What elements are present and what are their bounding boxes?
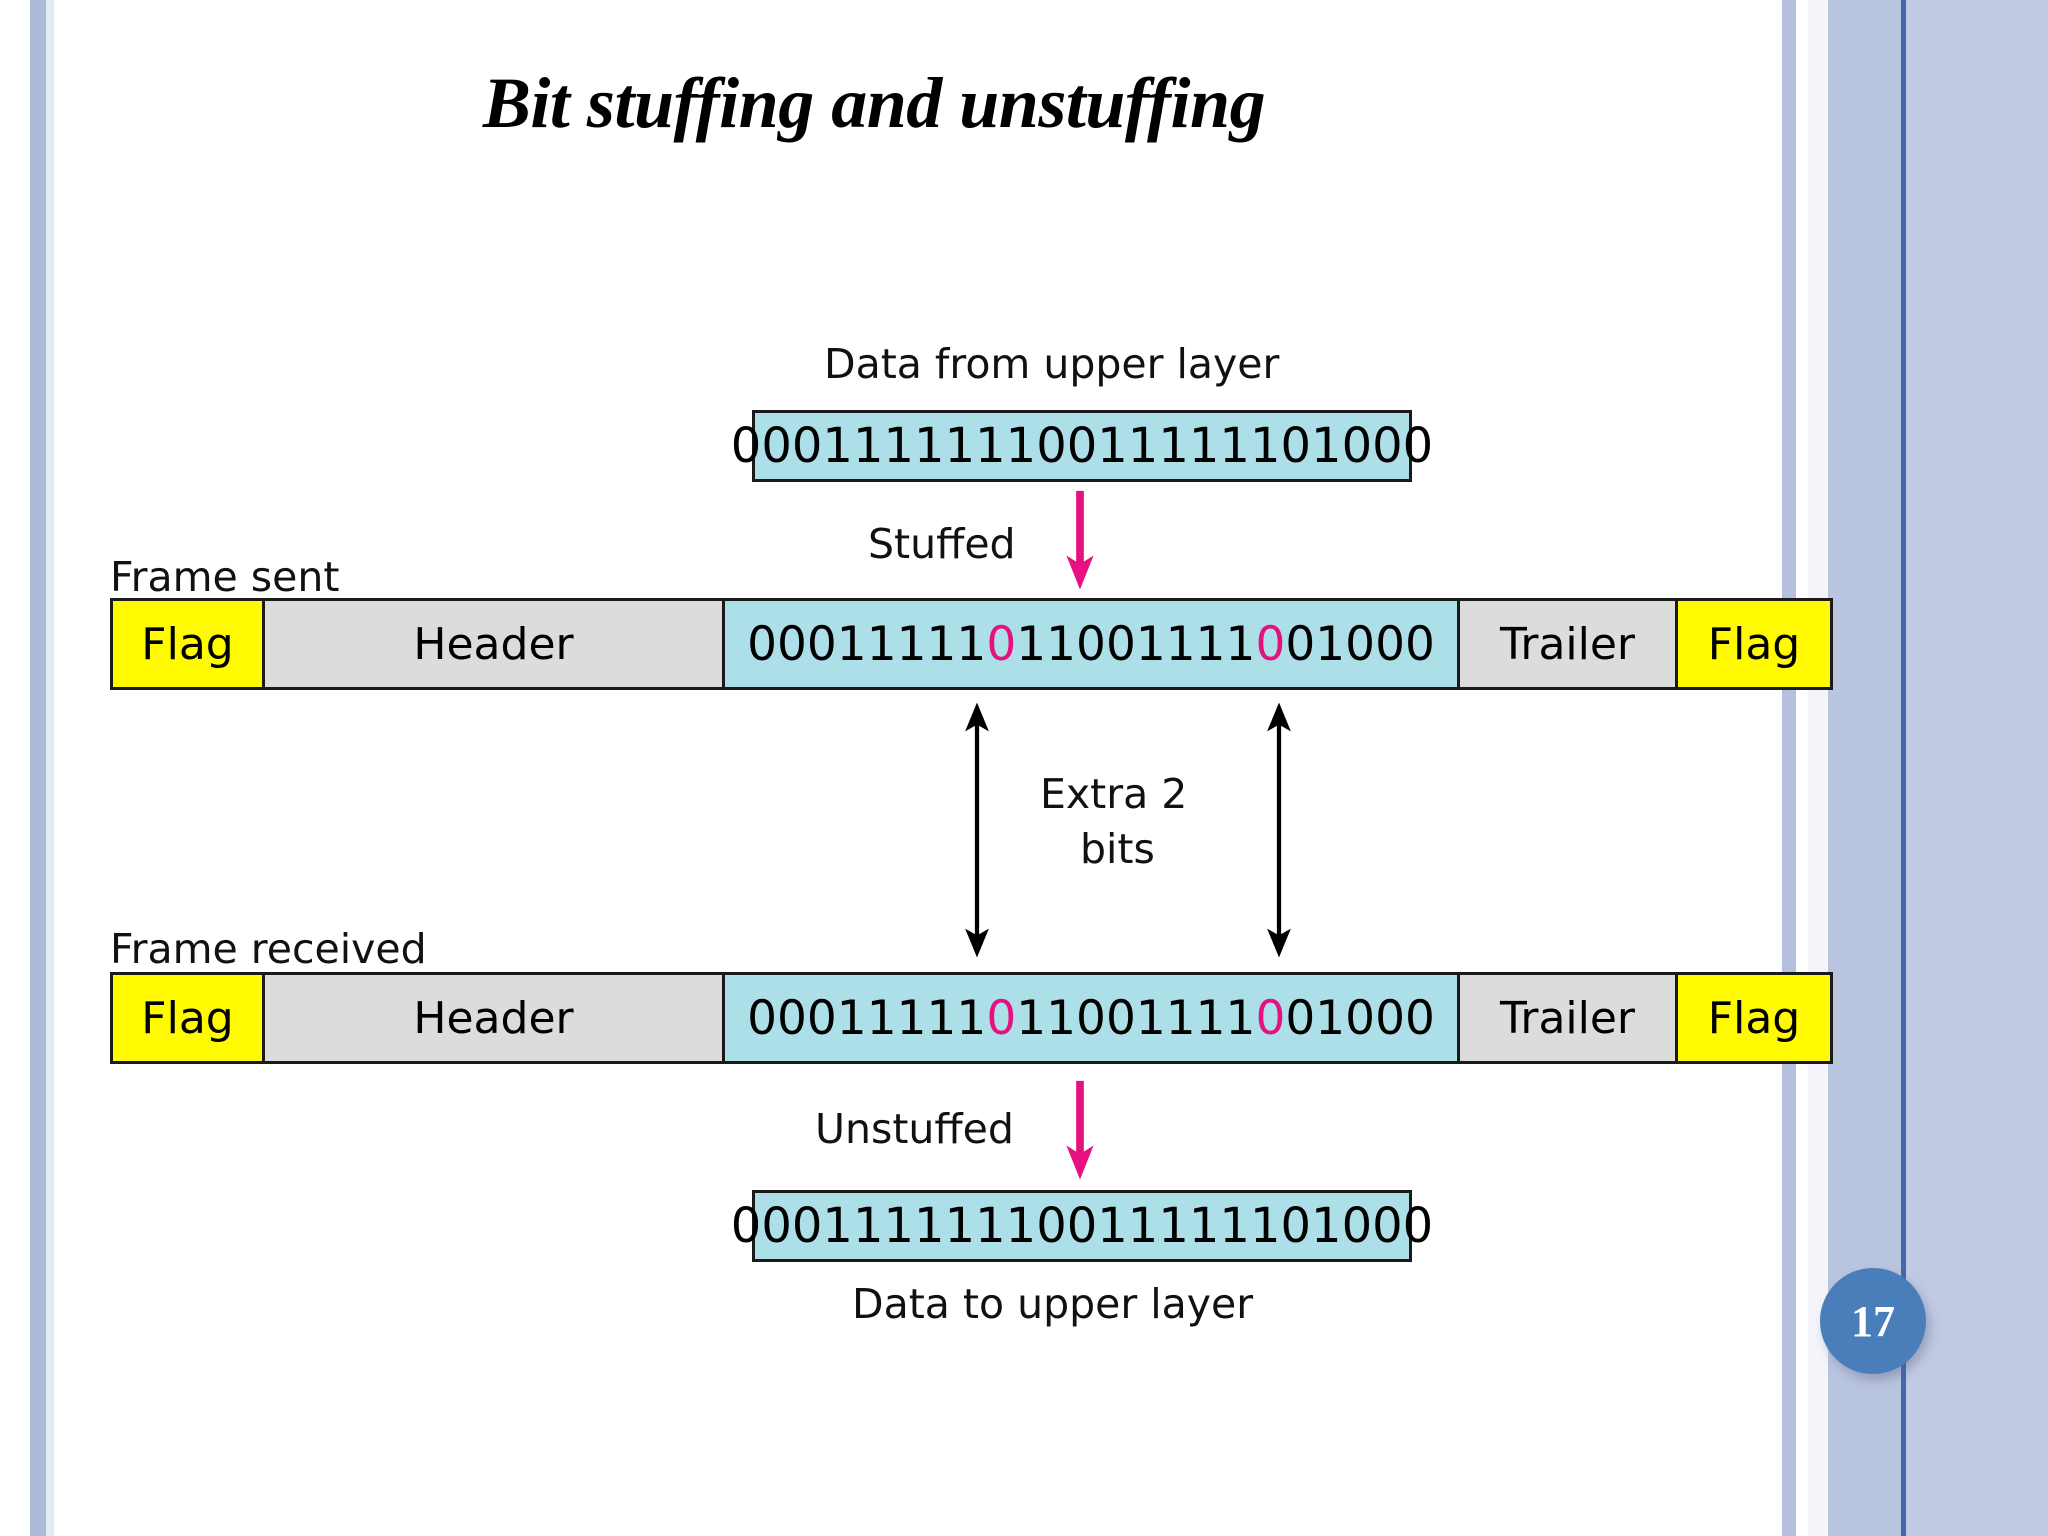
right-edge-bar-b [1808, 0, 1830, 1536]
frame-received-label: Frame received [110, 925, 427, 973]
frame-received-seg3: 01000 [1285, 990, 1435, 1046]
frame-received-stuffed-bit-1: 0 [986, 990, 1017, 1046]
bottom-data-box: 00011111110011111101000 [731, 1190, 1433, 1262]
page-title: Bit stuffing and unstuffing [482, 63, 1266, 143]
left-edge-bar [30, 0, 46, 1536]
frame-sent-stuffed-bit-2: 0 [1255, 616, 1286, 672]
frame-sent-flag-left: Flag [113, 601, 265, 687]
extra-bits-arrow-right [1267, 702, 1291, 958]
frame-sent-label: Frame sent [110, 553, 340, 601]
frame-received-stuffed-bit-2: 0 [1255, 990, 1286, 1046]
extra-bits-label-line1: Extra 2 [1040, 770, 1188, 818]
top-data-box: 00011111110011111101000 [731, 410, 1433, 482]
stuffed-pink-arrow [1066, 490, 1094, 590]
data-to-upper-layer-caption: Data to upper layer [852, 1280, 1254, 1328]
frame-received-flag-right: Flag [1678, 975, 1830, 1061]
unstuffed-label: Unstuffed [815, 1105, 1014, 1153]
frame-sent-trailer: Trailer [1460, 601, 1678, 687]
right-edge-bar-a [1782, 0, 1796, 1536]
frame-sent-seg2: 11001111 [1016, 616, 1256, 672]
frame-received-seg1: 00011111 [747, 990, 987, 1046]
frame-received-trailer: Trailer [1460, 975, 1678, 1061]
right-edge-bar-d [1901, 0, 1906, 1536]
stuffed-label: Stuffed [868, 520, 1016, 568]
bottom-data-bits: 00011111110011111101000 [730, 1198, 1434, 1254]
frame-sent-seg3: 01000 [1285, 616, 1435, 672]
frame-received-flag-left: Flag [113, 975, 265, 1061]
frame-sent-header: Header [265, 601, 725, 687]
frame-sent-stuffed-bit-1: 0 [986, 616, 1017, 672]
extra-bits-label-line2: bits [1080, 825, 1155, 873]
frame-sent-seg1: 00011111 [747, 616, 987, 672]
page-number-badge: 17 [1820, 1268, 1926, 1374]
unstuffed-pink-arrow [1066, 1080, 1094, 1180]
frame-received-seg2: 11001111 [1016, 990, 1256, 1046]
frame-received-header: Header [265, 975, 725, 1061]
top-data-bits: 00011111110011111101000 [730, 418, 1434, 474]
frame-sent-flag-right: Flag [1678, 601, 1830, 687]
right-edge-bar-e [1906, 0, 2048, 1536]
page-number: 17 [1851, 1296, 1895, 1346]
left-edge-bar-thin [46, 0, 54, 1536]
data-from-upper-layer-caption: Data from upper layer [824, 340, 1280, 388]
extra-bits-arrow-left [965, 702, 989, 958]
